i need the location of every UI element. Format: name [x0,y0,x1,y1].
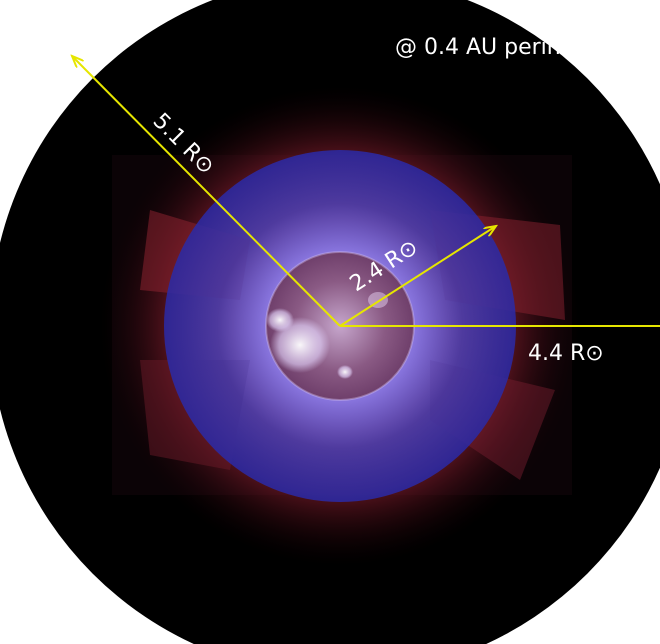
label-right-radius: 4.4 R⊙ [528,341,604,366]
perihelion-title: @ 0.4 AU perihelion [395,35,614,60]
arrow-outer-radius [72,56,341,327]
arrow-mid-radius [339,226,496,327]
